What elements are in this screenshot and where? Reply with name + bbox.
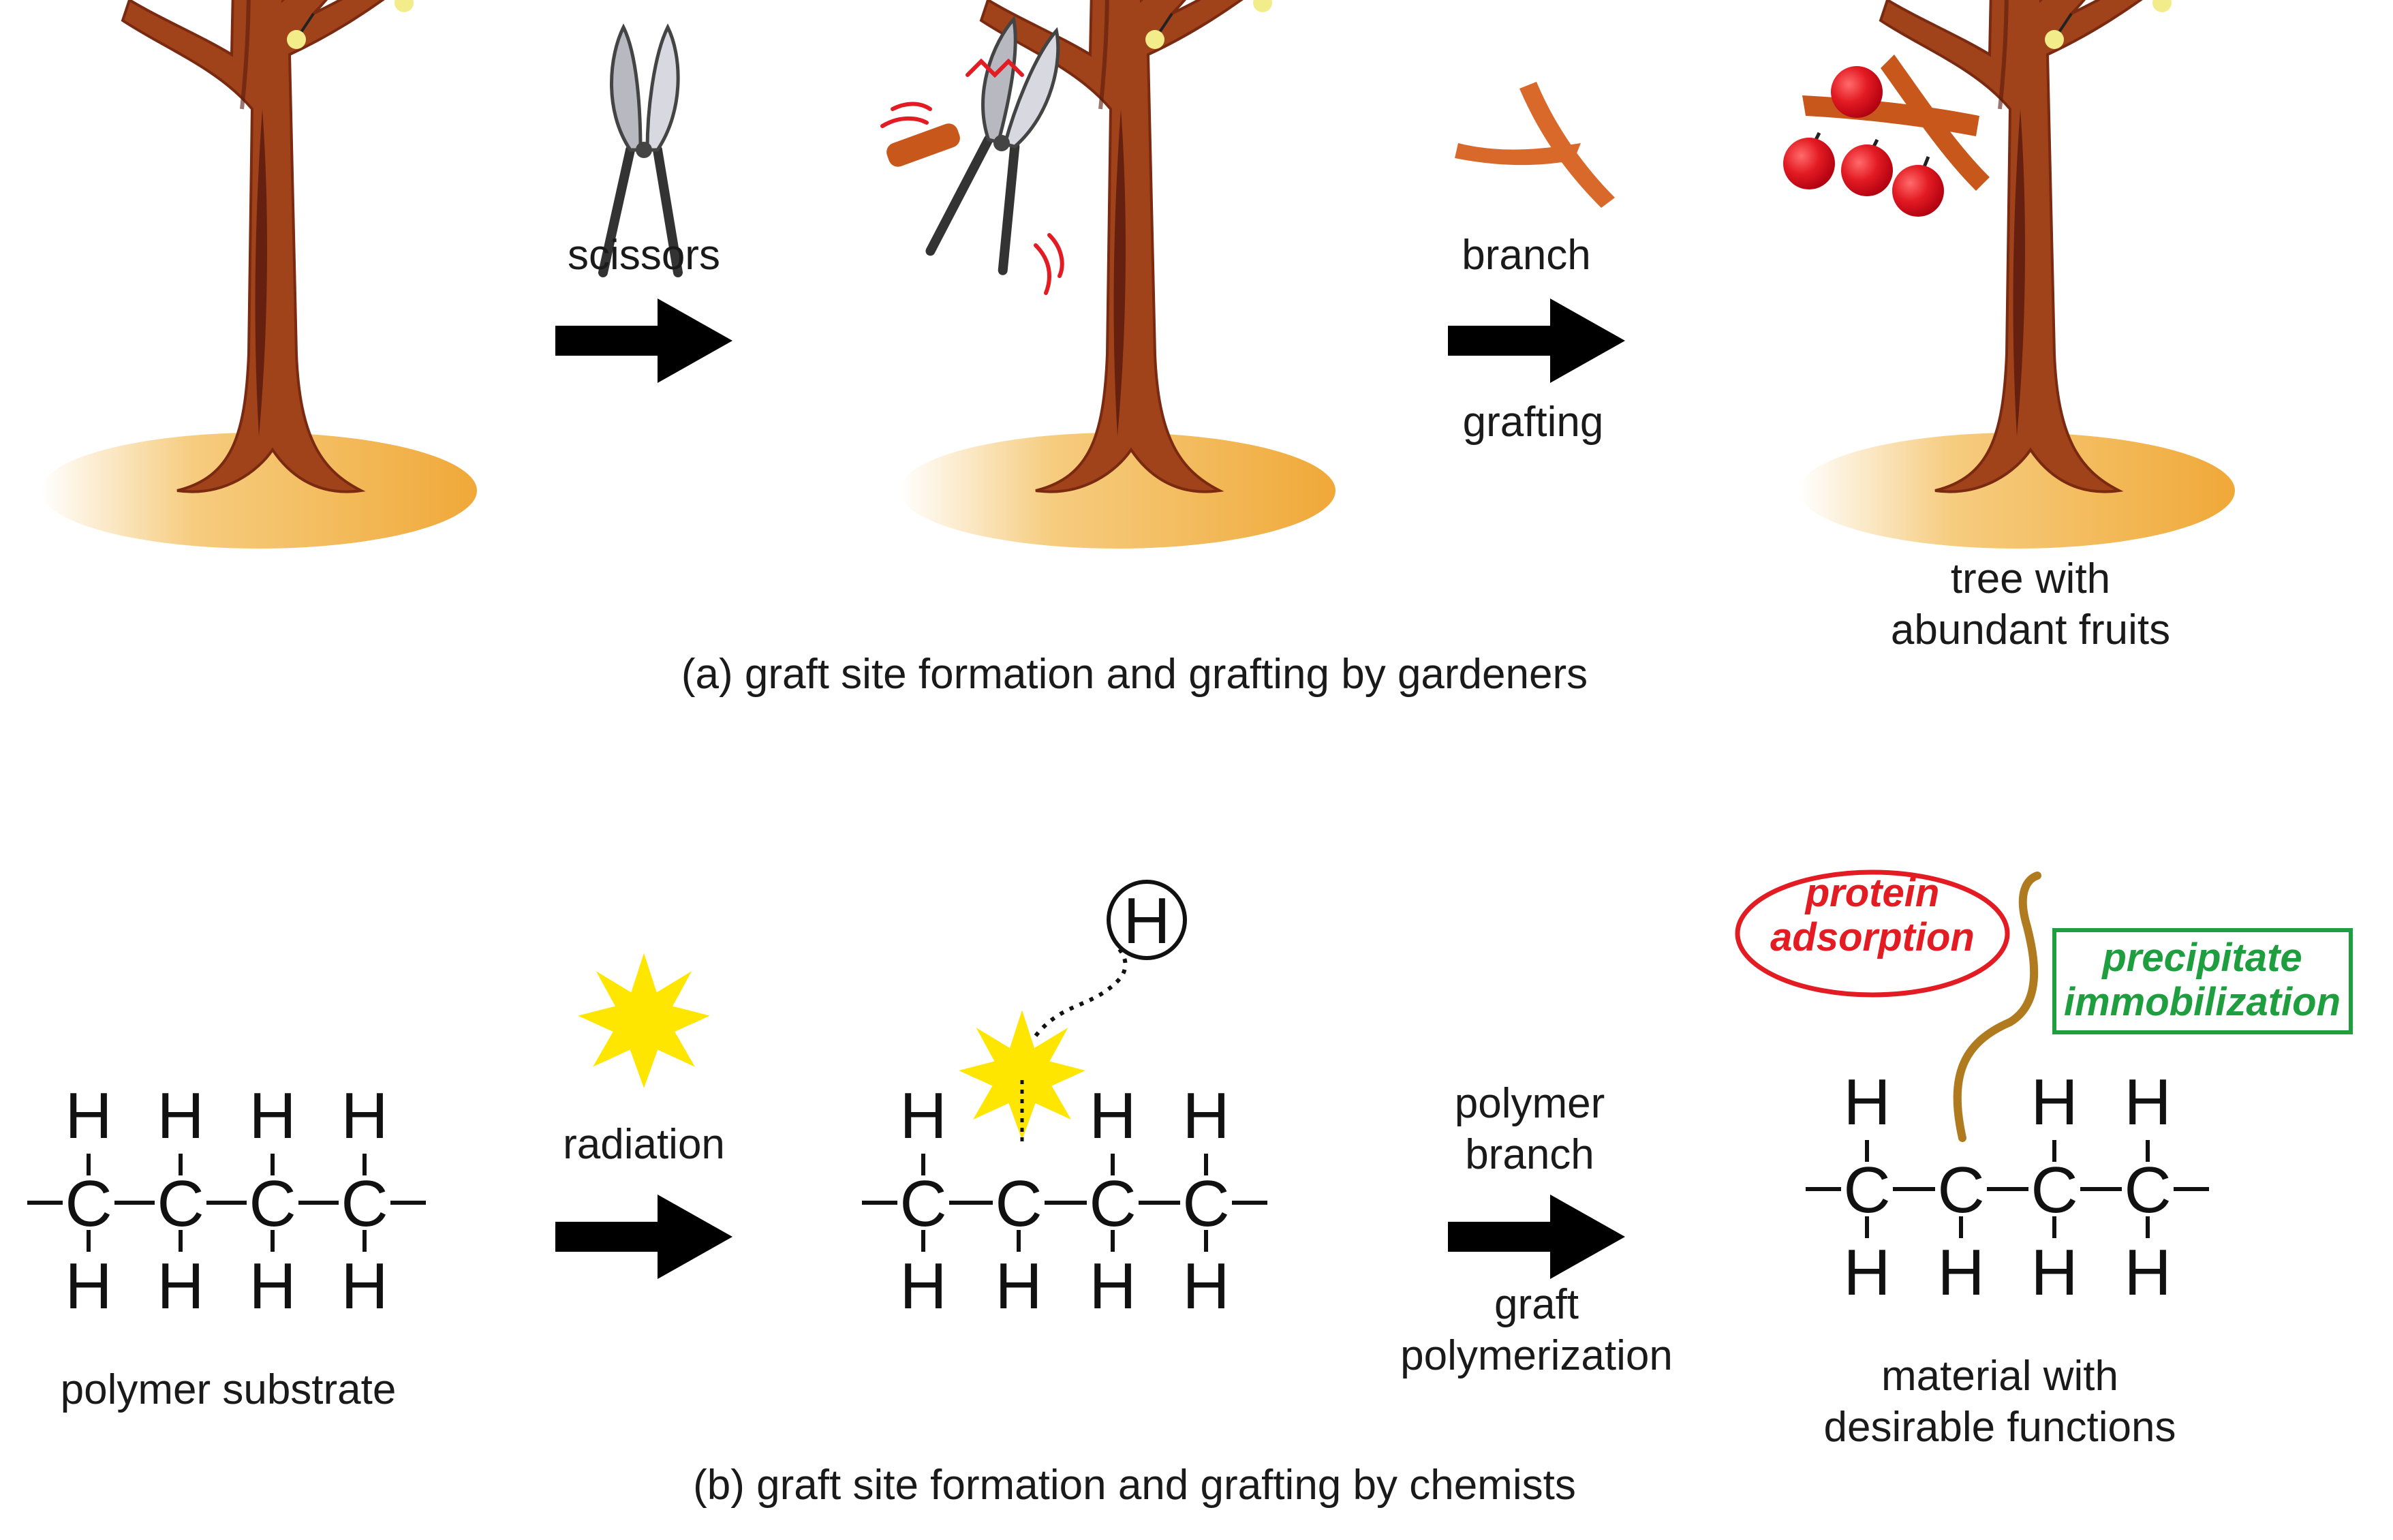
scissors-label: scissors: [568, 232, 720, 279]
hydrogen-atom: H: [341, 1250, 388, 1323]
result-a-label-line1: tree with: [1951, 555, 2110, 602]
hydrogen-atom: H: [2124, 1236, 2171, 1309]
protein-adsorption-line1: protein: [1804, 871, 1940, 915]
precipitate-immobilization-line2: immobilization: [2064, 980, 2341, 1024]
carbon-atom: C: [341, 1167, 388, 1240]
cherry-icon: [1841, 144, 1893, 196]
cherry-icon: [1783, 138, 1835, 189]
result-b-label-line2: desirable functions: [1824, 1404, 2176, 1451]
hydrogen-atom: H: [249, 1079, 296, 1152]
hydrogen-atom: H: [1089, 1079, 1136, 1152]
carbon-atom: C: [249, 1167, 296, 1240]
hydrogen-atom: H: [65, 1250, 112, 1323]
cut-motion-icon: [880, 58, 1064, 295]
carbon-atom: C: [65, 1167, 112, 1240]
panel-a: scissors branch grafting: [41, 0, 2235, 698]
carbon-atom: C: [995, 1167, 1042, 1240]
hydrogen-atom: H: [1843, 1236, 1890, 1309]
cherry-icon: [1892, 165, 1944, 217]
carbon-atom: C: [1089, 1167, 1136, 1240]
abstraction-path-icon: [1034, 945, 1128, 1037]
hydrogen-atom: H: [65, 1079, 112, 1152]
grafting-label: grafting: [1463, 399, 1604, 446]
cut-branch-icon: [886, 123, 960, 167]
graft-chain-icon: [1953, 872, 2041, 1142]
hydrogen-atom: H: [249, 1250, 296, 1323]
branch-label: branch: [1462, 232, 1591, 279]
hydrogen-atom: H: [899, 1250, 946, 1323]
hydrogen-atom: H: [1089, 1250, 1136, 1323]
result-b-label-line1: material with: [1881, 1353, 2118, 1400]
arrow-step-b2-icon: [1448, 1195, 1625, 1279]
graft-polymerization-label-line2: polymerization: [1400, 1332, 1673, 1379]
carbon-atom: C: [1937, 1154, 1984, 1227]
hydrogen-atom: H: [899, 1079, 946, 1152]
polymer-branch-label-line2: branch: [1465, 1131, 1594, 1178]
hydrogen-atom: H: [2031, 1236, 2078, 1309]
hydrogen-atom: H: [1937, 1236, 1984, 1309]
carbon-atom: C: [157, 1167, 204, 1240]
protein-adsorption-line2: adsorption: [1770, 915, 1975, 959]
hydrogen-atom: H: [2031, 1066, 2078, 1139]
graft-branch-icon: [1455, 82, 1615, 208]
arrow-step-a1-icon: [555, 298, 732, 383]
precipitate-immobilization-badge: [2052, 928, 2353, 1034]
hydrogen-atom: H: [1182, 1250, 1229, 1323]
radiation-star-icon: [578, 953, 710, 1088]
carbon-atom: C: [1843, 1154, 1890, 1227]
carbon-atom: C: [1182, 1167, 1229, 1240]
substrate-label: polymer substrate: [61, 1366, 397, 1413]
cherry-icon: [1831, 66, 1883, 118]
carbon-atom: C: [899, 1167, 946, 1240]
result-a-label-line2: abundant fruits: [1891, 606, 2170, 653]
panel-a-caption: (a) graft site formation and grafting by…: [681, 651, 1588, 698]
arrow-step-a2-icon: [1448, 298, 1625, 383]
abstracted-hydrogen-icon: [1107, 880, 1187, 960]
abstracted-hydrogen-label: H: [1123, 884, 1170, 957]
polymer-branch-label-line1: polymer: [1455, 1080, 1605, 1127]
arrow-step-b1-icon: [555, 1195, 732, 1279]
protein-adsorption-badge: [1735, 869, 2010, 998]
cut-tree-icon: [899, 0, 1336, 549]
carbon-atom: C: [2031, 1154, 2078, 1227]
hydrogen-atom: H: [1843, 1066, 1890, 1139]
radiation-label: radiation: [563, 1121, 725, 1168]
carbon-atom: C: [2124, 1154, 2171, 1227]
panel-b-caption: (b) graft site formation and grafting by…: [693, 1462, 1576, 1509]
hydrogen-atom: H: [157, 1250, 204, 1323]
hydrogen-atom: H: [2124, 1066, 2171, 1139]
hydrogen-atom: H: [157, 1079, 204, 1152]
fruit-tree-icon: [1783, 0, 2235, 549]
bare-tree-icon: [41, 0, 477, 549]
hydrogen-atom: H: [1182, 1079, 1229, 1152]
graft-polymerization-label-line1: graft: [1494, 1281, 1579, 1328]
hydrogen-atom: H: [341, 1079, 388, 1152]
precipitate-immobilization-line1: precipitate: [2101, 936, 2302, 980]
hydrogen-atom: H: [995, 1250, 1042, 1323]
